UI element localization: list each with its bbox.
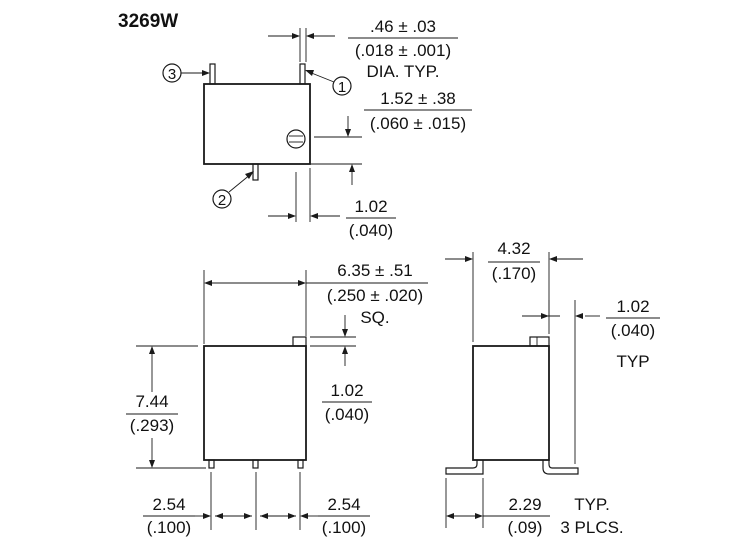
width-mm: 6.35 ± .51	[337, 261, 413, 280]
height-mm: 7.44	[135, 392, 168, 411]
pin-len-mm: 1.52 ± .38	[380, 89, 456, 108]
depth-in: (.170)	[492, 264, 536, 283]
pitch-left-mm: 2.54	[152, 495, 185, 514]
lead-mm: 2.29	[508, 495, 541, 514]
side-screw-mm: 1.02	[616, 297, 649, 316]
width-in: (.250 ± .020)	[327, 286, 423, 305]
front-view-screw	[292, 336, 307, 347]
pitch-left-in: (.100)	[147, 518, 191, 537]
lead-note-typ: TYP.	[574, 495, 610, 514]
front-pin-middle	[252, 459, 259, 469]
callout-3: 3	[168, 66, 176, 83]
pin-dia-in: (.018 ± .001)	[355, 41, 451, 60]
pin-len-in: (.060 ± .015)	[370, 114, 466, 133]
side-view-body	[472, 345, 550, 461]
top-view-body	[203, 83, 311, 165]
lead-left	[445, 460, 484, 475]
front-view-body	[203, 345, 307, 461]
pin2-off-mm: 1.02	[354, 197, 387, 216]
height-in: (.293)	[130, 416, 174, 435]
callout-1-bubble	[332, 76, 352, 96]
pin-dia-mm: .46 ± .03	[370, 17, 436, 36]
lead-in: (.09)	[508, 518, 543, 537]
side-screw-in: (.040)	[611, 321, 655, 340]
front-pin-left	[208, 459, 215, 469]
lead-note-plcs: 3 PLCS.	[560, 518, 623, 537]
pin-dia-note: DIA. TYP.	[366, 62, 439, 81]
width-note: SQ.	[360, 308, 389, 327]
lead-right	[542, 460, 579, 475]
depth-mm: 4.32	[497, 239, 530, 258]
side-view-screw	[529, 336, 550, 347]
pin-3	[209, 63, 216, 85]
pitch-right-mm: 2.54	[327, 495, 360, 514]
side-view: 4.32 (.170) 1.02 (.040) TYP 2.29 (.09) T…	[445, 239, 660, 537]
pin-1	[299, 63, 306, 85]
callout-1: 1	[338, 79, 346, 96]
screw-h-in: (.040)	[325, 405, 369, 424]
side-screw-note: TYP	[616, 352, 649, 371]
pitch-right-in: (.100)	[322, 518, 366, 537]
front-view: 6.35 ± .51 (.250 ± .020) SQ. 1.02 (.040)…	[124, 261, 428, 537]
part-number-title: 3269W	[118, 11, 178, 32]
callout-2-bubble	[212, 189, 232, 209]
pin2-off-in: (.040)	[349, 221, 393, 240]
callout-2: 2	[218, 192, 226, 209]
top-view: 3 1 2 .46 ± .03 (.018 ± .001) DIA. TYP. …	[162, 17, 472, 240]
front-pin-right	[297, 459, 304, 469]
screw-h-mm: 1.02	[330, 381, 363, 400]
pin-2	[252, 163, 259, 181]
adjust-screw	[286, 129, 306, 149]
